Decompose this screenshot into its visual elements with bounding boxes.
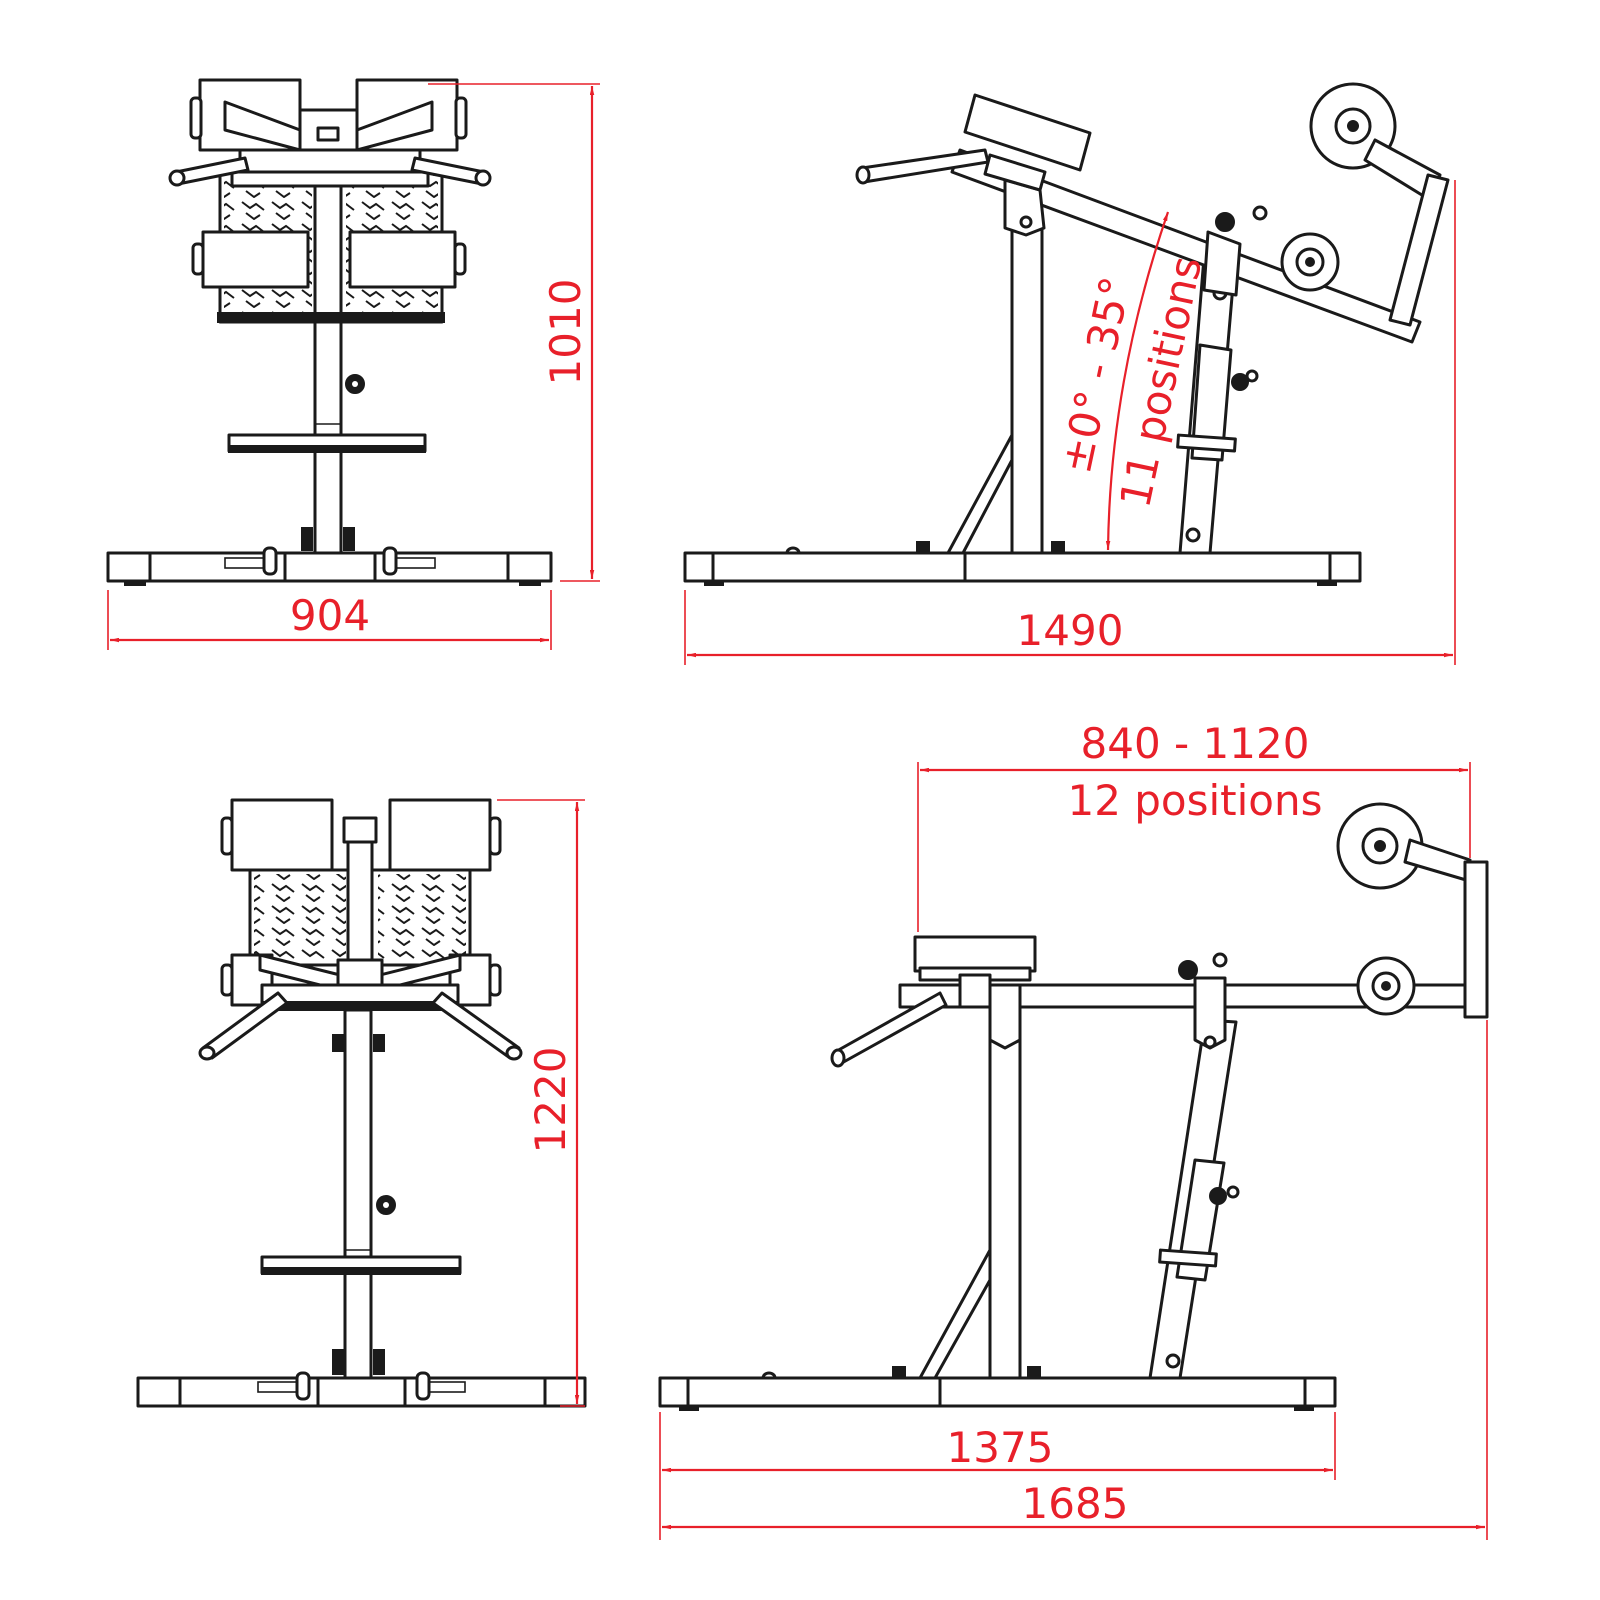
dimension-label-height: 1010 — [541, 279, 590, 386]
dimension-label-height: 1220 — [526, 1047, 575, 1154]
thigh-pad — [913, 935, 1037, 973]
front-view-tilted: 904 1010 — [106, 78, 600, 650]
base-frame — [683, 551, 1362, 583]
foot-plate — [1463, 860, 1489, 1019]
dimension-base-length: 1375 — [659, 1412, 1336, 1540]
dimension-length: 1490 — [684, 180, 1456, 665]
side-view-tilted: ±0° - 35° 11 positions 1490 — [683, 82, 1456, 665]
dimension-label-width: 904 — [290, 591, 370, 640]
front-upright — [988, 998, 1022, 1380]
dimension-adjust-range: 840 - 1120 12 positions — [917, 719, 1471, 932]
dimension-label-overall-length: 1685 — [1022, 1479, 1129, 1528]
thigh-pad — [963, 93, 1092, 172]
dimension-label-adjust-positions: 12 positions — [1067, 776, 1322, 825]
base-frame — [136, 1376, 587, 1408]
dimension-overall-length: 1685 — [662, 1020, 1488, 1540]
dimension-width: 904 — [107, 590, 552, 650]
ankle-roller-right — [348, 230, 457, 289]
dimension-height: 1010 — [428, 83, 600, 582]
side-view-flat: 840 - 1120 12 positions 1375 1685 — [658, 719, 1489, 1540]
ankle-roller-left — [201, 230, 310, 289]
roller-left — [230, 798, 334, 872]
center-column — [343, 1008, 373, 1380]
roller-right — [388, 798, 492, 872]
handle — [833, 991, 948, 1066]
dimension-label-adjust-range: 840 - 1120 — [1081, 719, 1310, 768]
dimension-label-length: 1490 — [1017, 606, 1124, 655]
base-frame — [106, 551, 553, 583]
foot-plate — [1388, 173, 1450, 327]
dimension-label-base-length: 1375 — [947, 1423, 1054, 1472]
front-upright — [1010, 213, 1044, 555]
dimension-height: 1220 — [497, 799, 585, 1407]
back-view-flat: 1220 — [136, 798, 587, 1408]
base-frame — [658, 1376, 1337, 1408]
